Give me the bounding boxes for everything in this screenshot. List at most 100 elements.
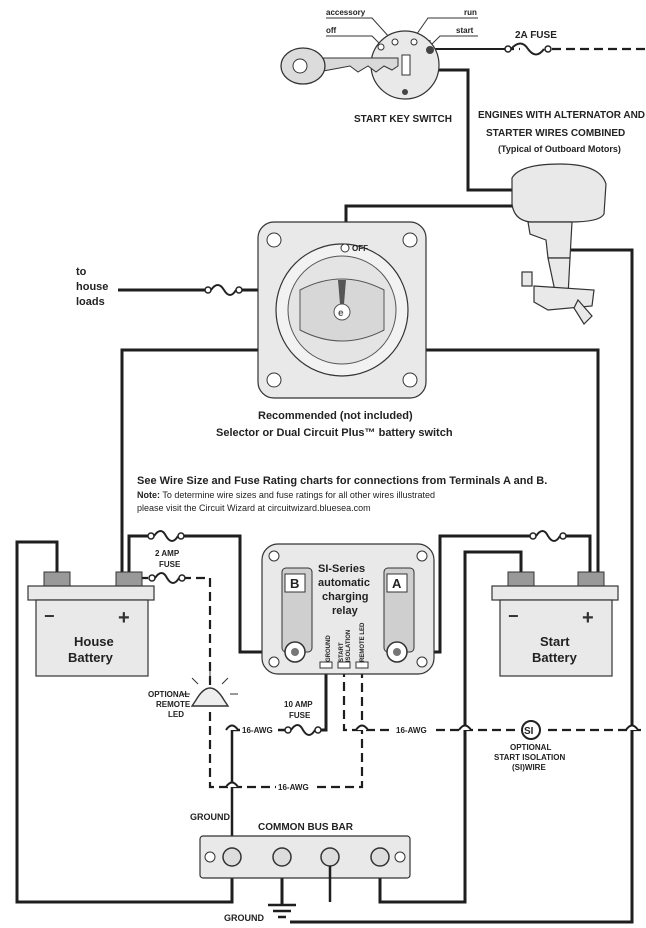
house-battery-pos: + [118, 607, 130, 629]
si-line3: (SI)WIRE [512, 763, 546, 772]
relay-a-badge [386, 573, 408, 593]
leader-run [413, 17, 478, 39]
wire-si [342, 668, 515, 732]
battery-switch-logo: e [338, 308, 344, 319]
hop-5 [355, 724, 369, 731]
notes-note-label: Note: [137, 490, 160, 500]
wire-relay-a-to-start2 [565, 534, 592, 574]
fuse-2a-label: 2A FUSE [515, 30, 557, 41]
fuse-10amp-line2: FUSE [289, 711, 311, 720]
awg-label-a: 16-AWG [242, 726, 273, 735]
bus-stud-4 [370, 847, 390, 867]
wire-switch-to-house-pos [120, 348, 274, 574]
engine-line3: (Typical of Outboard Motors) [498, 144, 621, 154]
wire-house-neg [15, 540, 234, 904]
awg-a-bg [240, 724, 278, 736]
engine-midsection [527, 221, 573, 259]
start-battery-neg-post [507, 571, 535, 587]
bus-bar-mount-right [394, 851, 406, 863]
remote-led: OPTIONAL REMOTE LED [148, 670, 238, 719]
bus-bar-mount-left [204, 851, 216, 863]
battery-switch-off-label: OFF [352, 244, 368, 253]
ground-symbol: GROUND [224, 903, 296, 923]
remote-led-line3: LED [168, 710, 184, 719]
notes-note-text: To determine wire sizes and fuse ratings… [160, 490, 435, 500]
label-accessory: accessory [326, 8, 366, 17]
house-loads-line3: loads [76, 296, 105, 308]
notes-line1: Note: To determine wire sizes and fuse r… [137, 490, 435, 500]
hop-1 [225, 724, 239, 731]
label-run: run [464, 8, 477, 17]
remote-led-line2: REMOTE [156, 700, 191, 709]
si-line1: OPTIONAL [510, 743, 551, 752]
screw-bl [266, 372, 282, 388]
pos-start-dot [426, 46, 434, 54]
start-battery-case [499, 599, 613, 677]
bus-bar-body [199, 835, 411, 879]
ground-top-label: GROUND [190, 812, 230, 822]
start-battery: − + Start Battery [491, 571, 619, 677]
fuse-2a: 2A FUSE [504, 30, 557, 56]
key-icon [280, 47, 399, 85]
wire-relay-ground [318, 668, 328, 732]
label-start: start [456, 26, 474, 35]
house-battery-pos-post [115, 571, 143, 587]
bus-stud-2 [272, 847, 292, 867]
relay-screw-bl [268, 656, 280, 668]
house-loads-line1: to [76, 266, 87, 278]
key-switch: accessory off run start START KEY SWITCH [326, 8, 478, 125]
wire-led-fuse-2 [182, 576, 212, 690]
relay-title1: SI-Series [318, 563, 365, 575]
start-battery-pos: + [582, 607, 594, 629]
relay-a-stud-center [393, 648, 401, 656]
engine-lower-unit [533, 285, 595, 311]
relay-pin-ground: GROUND [326, 635, 332, 662]
relay-screw-br [416, 656, 428, 668]
fuse-2amp-line2: FUSE [159, 560, 181, 569]
outboard-engine: ENGINES WITH ALTERNATOR AND STARTER WIRE… [478, 110, 645, 325]
common-bus-bar: GROUND COMMON BUS BAR [190, 812, 411, 879]
house-battery-neg: − [44, 606, 55, 626]
hop-2 [225, 781, 239, 788]
house-battery-line1: House [74, 634, 114, 649]
bus-stud-1 [222, 847, 242, 867]
engine-prop [573, 298, 593, 325]
relay-pin-isolation: ISOLATION [346, 630, 352, 662]
bus-bar-label: COMMON BUS BAR [258, 822, 354, 833]
fuse-10amp-line1: 10 AMP [284, 700, 313, 709]
fuse-relay-a [529, 530, 567, 542]
pos-accessory-dot [391, 38, 399, 46]
key-switch-caption: START KEY SWITCH [354, 114, 452, 125]
relay-title3: charging [322, 591, 368, 603]
relay-pin-si-terminal [337, 661, 351, 669]
si-symbol: SI [524, 726, 534, 737]
wire-engine-to-switch [344, 204, 520, 228]
remote-led-line1: OPTIONAL [148, 690, 189, 699]
house-battery-case [35, 599, 149, 677]
pos-run-dot [410, 38, 418, 46]
wire-house-to-relay-b [127, 534, 148, 574]
pos-off-dot [377, 43, 385, 51]
relay-pin-led-terminal [355, 661, 369, 669]
leader-start [429, 35, 478, 47]
si-relay: B A SI-Series automatic charging relay G… [261, 543, 435, 675]
house-battery-lid [27, 585, 155, 601]
fuse-2amp: 2 AMP FUSE [148, 549, 186, 584]
relay-screw-tl [268, 550, 280, 562]
fuse-2amp-line1: 2 AMP [155, 549, 180, 558]
engine-line1: ENGINES WITH ALTERNATOR AND [478, 110, 645, 121]
screw-tl [266, 232, 282, 248]
knob-pointer [338, 280, 346, 304]
screw-br [402, 372, 418, 388]
relay-b-badge [284, 573, 306, 593]
fuse-10amp: 10 AMP FUSE [284, 700, 322, 736]
label-off: off [326, 26, 337, 35]
leader-accessory [326, 17, 391, 39]
start-battery-pos-post [577, 571, 605, 587]
relay-pin-remote-led: REMOTE LED [360, 622, 366, 662]
house-loads: to house loads [76, 266, 243, 308]
wire-engine-ground [290, 248, 634, 924]
awg-label-c: 16-AWG [278, 783, 309, 792]
screw-tr [402, 232, 418, 248]
awg-b-bg [394, 724, 432, 736]
